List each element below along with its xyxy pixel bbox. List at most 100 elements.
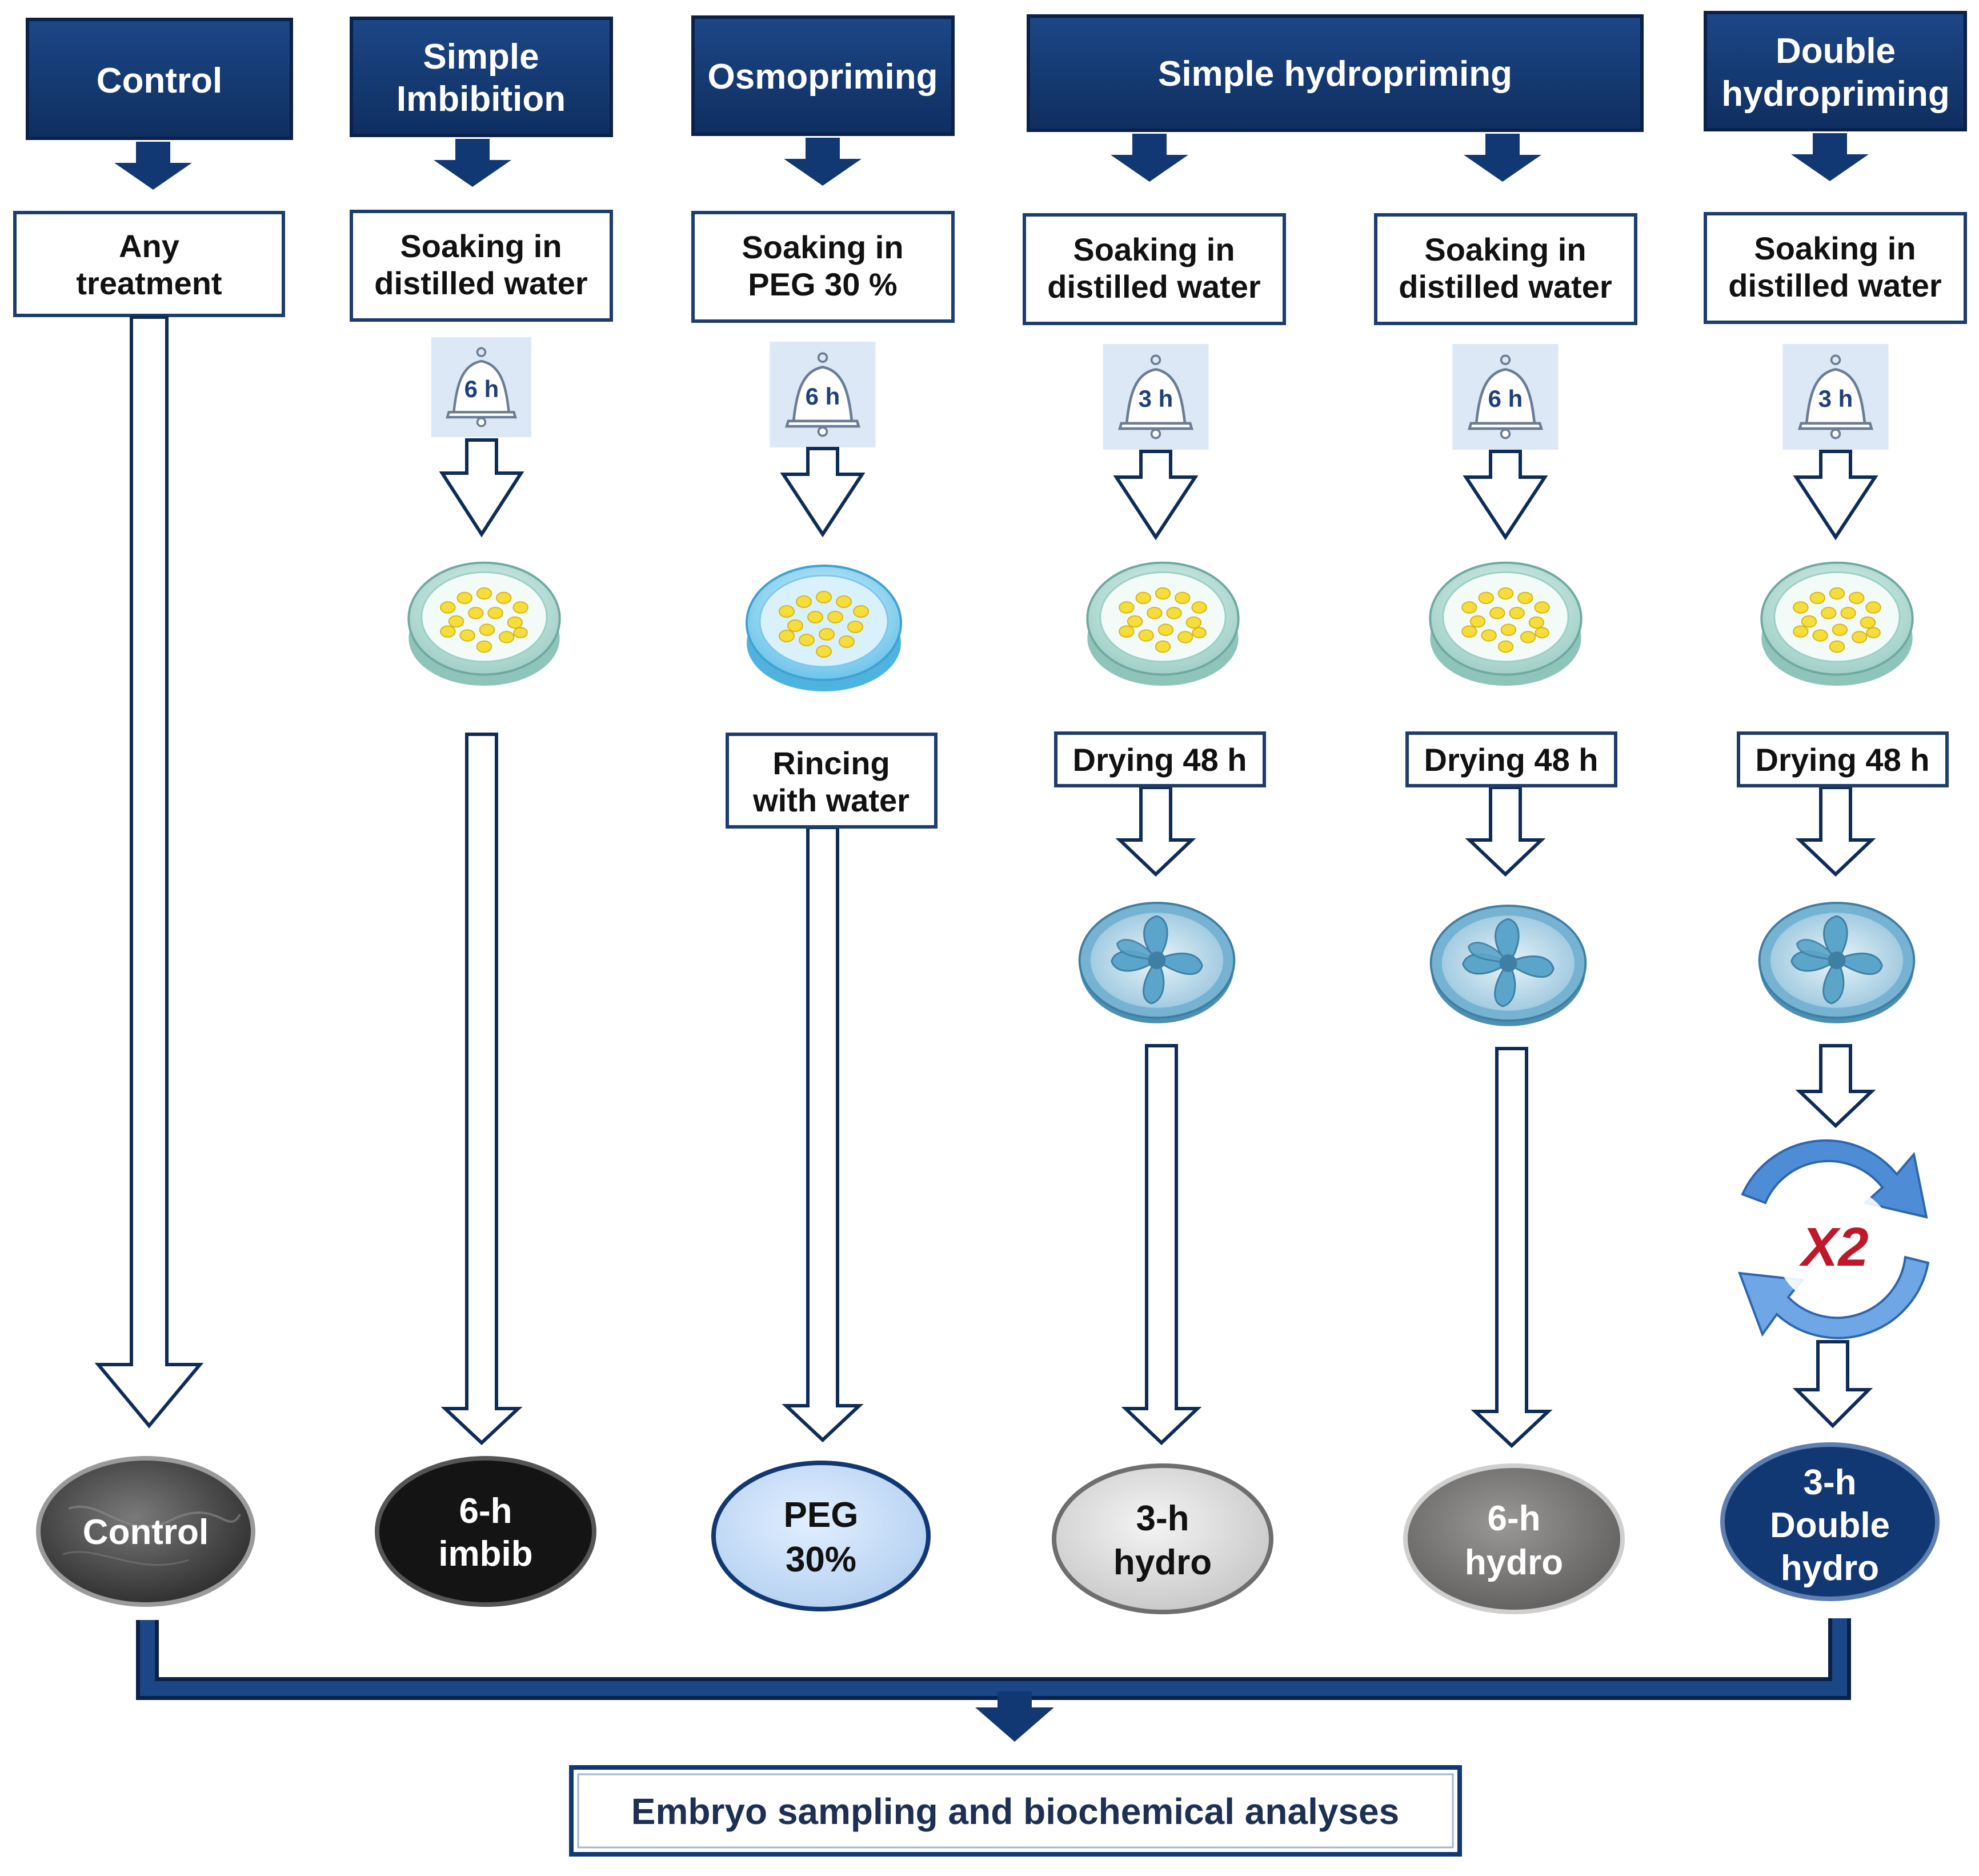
header-double-line2: hydropriming [1721, 74, 1950, 114]
down-arrow-icon [114, 142, 192, 190]
timer-imbibition-label: 6 h [464, 375, 499, 402]
treatment-imbibition-line2: distilled water [374, 265, 587, 301]
drying-box-double-hydro: Drying 48 h [1737, 731, 1949, 787]
treatment-box-double-hydro: Soaking in distilled water [1704, 212, 1967, 324]
rinse-line2: with water [752, 782, 910, 818]
drying-box-hydro-3h: Drying 48 h [1054, 731, 1266, 787]
down-arrow-icon [1115, 786, 1196, 877]
header-double-line1: Double [1776, 31, 1896, 71]
result-imbib-line2: imbib [438, 1534, 532, 1574]
result-control-line1: Control [83, 1513, 209, 1552]
down-arrow-icon [1795, 1044, 1876, 1129]
drying-hydro-6h-label: Drying 48 h [1424, 742, 1599, 778]
treatment-hydro-6h-line1: Soaking in [1424, 231, 1586, 267]
petri-dish-with-seeds-icon [1760, 561, 1914, 687]
treatment-imbibition-line1: Soaking in [400, 228, 562, 264]
header-osmopriming-line1: Osmopriming [707, 57, 938, 97]
long-down-arrow-icon [782, 826, 864, 1443]
timer-hydro-3h-label: 3 h [1139, 385, 1173, 412]
result-oval-peg-30: PEG 30% [711, 1461, 931, 1611]
collecting-bracket [136, 1618, 1851, 1742]
treatment-box-hydro-6h: Soaking in distilled water [1374, 213, 1637, 325]
treatment-control-line1: Any [119, 228, 179, 264]
result-peg-line1: PEG [784, 1495, 859, 1535]
treatment-hydro-3h-line1: Soaking in [1073, 231, 1235, 267]
result-oval-double-hydro-3h: 3-h Double hydro [1720, 1442, 1940, 1601]
long-down-arrow-icon [1471, 1047, 1553, 1449]
timer-hydro-3h: 3 h [1103, 344, 1209, 450]
result-hydro-6h-line2: hydro [1465, 1543, 1563, 1582]
treatment-box-control: Any treatment [13, 211, 285, 317]
result-hydro-6h-line1: 6-h [1488, 1499, 1541, 1538]
rinse-box: Rincing with water [726, 733, 938, 829]
timer-hydro-6h-label: 6 h [1488, 385, 1523, 412]
down-arrow-icon [1793, 450, 1878, 541]
treatment-box-hydro-3h: Soaking in distilled water [1023, 213, 1286, 325]
down-arrow-icon [1792, 1340, 1873, 1429]
petri-dish-with-seeds-icon [746, 565, 902, 693]
down-arrow-icon [1795, 786, 1876, 877]
down-arrow-icon [1791, 133, 1869, 181]
timer-hydro-6h: 6 h [1453, 344, 1559, 450]
drying-double-label: Drying 48 h [1756, 742, 1930, 778]
treatment-double-line2: distilled water [1728, 267, 1941, 303]
down-arrow-icon [1113, 450, 1199, 541]
fan-icon [1078, 902, 1236, 1025]
long-down-arrow-icon [94, 315, 204, 1429]
down-arrow-icon [975, 1691, 1054, 1742]
long-down-arrow-icon [440, 733, 523, 1446]
final-analysis-label: Embryo sampling and biochemical analyses [631, 1791, 1399, 1832]
fan-icon [1758, 902, 1916, 1025]
treatment-hydro-6h-line2: distilled water [1399, 269, 1612, 305]
treatment-box-imbibition: Soaking in distilled water [350, 210, 613, 322]
header-imbibition-line1: Simple [423, 37, 539, 77]
petri-dish-with-seeds-icon [407, 561, 561, 687]
repeat-x2-label: X2 [1798, 1217, 1868, 1278]
result-oval-hydro-3h: 3-h hydro [1052, 1463, 1273, 1614]
long-down-arrow-icon [1121, 1044, 1202, 1446]
treatment-double-line1: Soaking in [1754, 230, 1916, 266]
fan-icon [1429, 905, 1587, 1027]
down-arrow-icon [439, 438, 524, 538]
treatment-osmopriming-line2: PEG 30 % [748, 266, 897, 302]
header-simple-hydropriming-line1: Simple hydropriming [1158, 54, 1512, 94]
down-arrow-icon [784, 138, 862, 186]
petri-dish-with-seeds-icon [1429, 561, 1583, 687]
drying-box-hydro-6h: Drying 48 h [1405, 731, 1617, 787]
rinse-line1: Rincing [772, 745, 890, 781]
header-control-line1: Control [97, 61, 222, 101]
down-arrow-icon [1111, 134, 1188, 182]
final-analysis-box: Embryo sampling and biochemical analyses [569, 1765, 1462, 1857]
down-arrow-icon [1463, 450, 1548, 541]
timer-imbibition: 6 h [431, 337, 531, 437]
result-hydro-3h-line1: 3-h [1136, 1499, 1189, 1538]
header-osmopriming: Osmopriming [691, 15, 955, 136]
header-arrows [114, 133, 1869, 190]
treatment-box-osmopriming: Soaking in PEG 30 % [691, 211, 955, 323]
result-hydro-3h-line2: hydro [1113, 1543, 1212, 1582]
result-oval-imbib-6h: 6-h imbib [375, 1456, 596, 1607]
timer-double-hydro: 3 h [1783, 344, 1889, 450]
timer-double-label: 3 h [1818, 385, 1853, 412]
header-simple-hydropriming: Simple hydropriming [1027, 14, 1644, 132]
down-arrow-icon [780, 447, 866, 538]
petri-dish-with-seeds-icon [1086, 561, 1240, 687]
down-arrow-icon [1465, 786, 1546, 877]
result-imbib-line1: 6-h [459, 1491, 512, 1531]
header-control: Control [26, 18, 293, 140]
result-peg-line2: 30% [786, 1540, 856, 1579]
down-arrow-icon [434, 139, 511, 187]
result-double-line3: hydro [1781, 1549, 1879, 1588]
result-oval-hydro-6h: 6-h hydro [1403, 1463, 1625, 1614]
treatment-hydro-3h-line2: distilled water [1047, 269, 1260, 305]
drying-hydro-3h-label: Drying 48 h [1073, 742, 1247, 778]
header-imbibition-line2: Imbibition [396, 79, 566, 119]
treatment-osmopriming-line1: Soaking in [742, 229, 903, 265]
treatment-control-line2: treatment [76, 265, 222, 301]
result-double-line2: Double [1770, 1506, 1890, 1545]
repeat-cycle-icon: X2 [1737, 1139, 1930, 1339]
header-simple-imbibition: Simple Imbibition [350, 17, 613, 137]
timer-osmopriming-label: 6 h [806, 383, 840, 410]
timer-osmopriming: 6 h [770, 342, 876, 447]
